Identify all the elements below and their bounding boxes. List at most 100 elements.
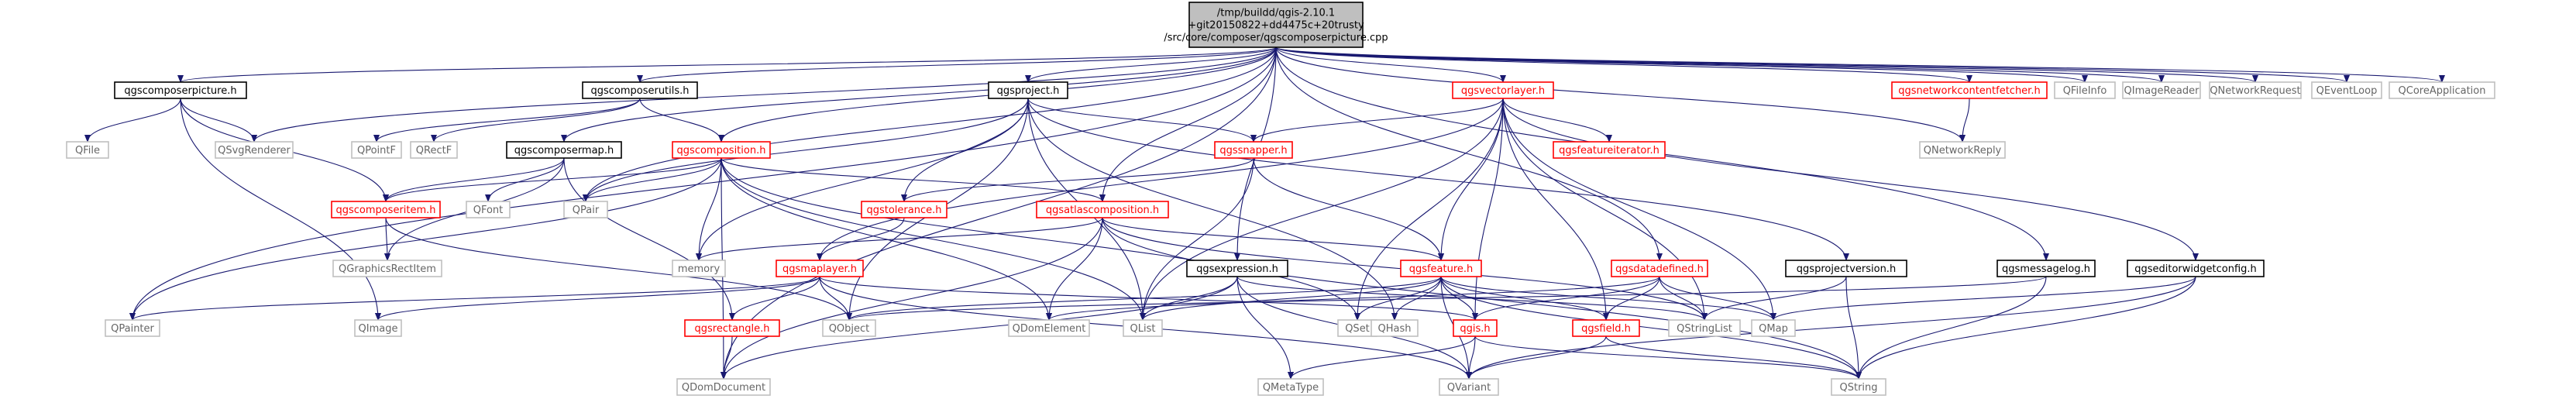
edge-qgscomposition-to-qgsatlascomposition [721,157,1106,202]
node-QRectF: QRectF [410,141,458,159]
node-box-QPainter [105,319,160,337]
node-qgsproject[interactable]: qgsproject.h [988,81,1068,99]
node-label-qgstolerance: qgstolerance.h [866,205,941,216]
node-label-qgsdatadefined: qgsdatadefined.h [1615,263,1704,275]
node-QEventLoop: QEventLoop [2311,81,2382,99]
node-qgsfeatureiterator[interactable]: qgsfeatureiterator.h [1553,141,1666,159]
node-QDomDocument: QDomDocument [676,378,771,396]
node-box-qgsatlascomposition [1036,201,1169,218]
edge-qgsprojectversion-to-QStringList [1701,276,1847,321]
edge-qgsfeature-to-QList [1140,276,1442,321]
node-qgssnapper[interactable]: qgssnapper.h [1214,141,1293,159]
node-box-QImage [354,319,402,337]
node-QMetaType: QMetaType [1257,378,1324,396]
node-layer: /tmp/buildd/qgis-2.10.1+git20150822+dd44… [66,2,2495,396]
node-qgscomposition[interactable]: qgscomposition.h [672,141,771,159]
edge-root-to-QCoreApplication [1275,46,2445,83]
node-label-QSet: QSet [1345,323,1370,335]
edge-root-to-QDomDocument [721,46,1277,380]
node-box-QDomElement [1008,319,1090,337]
node-label-QList: QList [1130,323,1156,335]
node-QFileInfo: QFileInfo [2054,81,2116,99]
node-box-QString [1831,378,1886,396]
edge-qgsproject-to-QPair [583,98,1029,202]
node-qgscomposerutils[interactable]: qgscomposerutils.h [582,81,698,99]
node-qgis[interactable]: qgis.h [1453,319,1498,337]
node-label-qgsatlascomposition: qgsatlascomposition.h [1046,205,1159,216]
node-QFile: QFile [66,141,109,159]
edge-qgsfeature-to-QObject [846,276,1442,321]
node-box-QNetworkRequest [2209,81,2302,99]
node-qgsvectorlayer[interactable]: qgsvectorlayer.h [1452,81,1554,99]
edge-qgscomposition-to-QPair [583,157,722,202]
node-label-QVariant: QVariant [1447,382,1491,394]
node-label-QHash: QHash [1378,323,1412,335]
node-qgsprojectversion[interactable]: qgsprojectversion.h [1785,260,1907,277]
node-box-QGraphicsRectItem [332,260,442,277]
edge-qgsexpression-to-QList [1140,276,1238,321]
edge-qgscomposerutils-to-qgscomposition [639,98,724,143]
node-label-QStringList: QStringList [1677,323,1732,335]
edge-qgsfield-to-QVariant [1466,335,1607,380]
edge-qgsfeature-to-QMap [1440,276,1776,321]
edge-qgis-to-QMetaType [1288,335,1476,380]
edge-root-to-qgscomposerpicture [177,46,1277,83]
node-label-qgscomposerpicture: qgscomposerpicture.h [124,85,236,97]
node-qgsmessagelog[interactable]: qgsmessagelog.h [1996,260,2096,277]
edge-qgscomposition-to-QList [721,157,1146,321]
edge-qgssnapper-to-QList [1140,157,1254,321]
node-box-qgsfeature [1400,260,1482,277]
edge-qgscomposition-to-QPainter [129,157,722,321]
node-qgsatlascomposition[interactable]: qgsatlascomposition.h [1036,201,1169,218]
edge-qgstolerance-to-qgsmaplayer [817,217,905,261]
edge-qgscomposerpicture-to-QSvgRenderer [180,98,257,143]
node-qgscomposeritem[interactable]: qgscomposeritem.h [331,201,441,218]
node-qgsdatadefined[interactable]: qgsdatadefined.h [1611,260,1708,277]
node-label-qgis: qgis.h [1460,323,1490,335]
edge-qgsvectorlayer-to-QStringList [1502,98,1708,321]
node-qgseditorwidgetconfig[interactable]: qgseditorwidgetconfig.h [2127,260,2265,277]
node-label-qgscomposerutils: qgscomposerutils.h [590,85,689,97]
node-qgsrectangle[interactable]: qgsrectangle.h [684,319,780,337]
node-label-QNetworkRequest: QNetworkRequest [2210,85,2300,97]
node-label-qgsnetworkcontentfetcher: qgsnetworkcontentfetcher.h [1898,85,2040,97]
node-label-QCoreApplication: QCoreApplication [2399,85,2486,97]
node-label-QPainter: QPainter [111,323,154,335]
node-box-qgscomposermap [506,141,622,159]
node-qgsfeature[interactable]: qgsfeature.h [1400,260,1482,277]
node-QString: QString [1831,378,1886,396]
edge-qgsdatadefined-to-qgsfield [1603,276,1660,321]
node-label-QGraphicsRectItem: QGraphicsRectItem [339,263,436,275]
node-QImage: QImage [354,319,402,337]
node-box-QFileInfo [2054,81,2116,99]
edge-qgsfeature-to-qgsfield [1440,276,1609,321]
node-root[interactable]: /tmp/buildd/qgis-2.10.1+git20150822+dd44… [1164,2,1388,48]
node-qgsnetworkcontentfetcher[interactable]: qgsnetworkcontentfetcher.h [1891,81,2048,99]
edge-qgseditorwidgetconfig-to-QMap [1770,276,2196,321]
edge-root-to-qgsdatadefined [1275,46,1663,261]
edge-qgsfeature-to-QHash [1391,276,1442,321]
node-QDomElement: QDomElement [1008,319,1090,337]
edge-qgscomposition-to-memory [696,157,722,261]
node-qgstolerance[interactable]: qgstolerance.h [861,201,948,218]
node-box-QList [1123,319,1163,337]
node-qgsmaplayer[interactable]: qgsmaplayer.h [776,260,864,277]
node-box-qgsfield [1572,319,1640,337]
edge-qgseditorwidgetconfig-to-QVariant [1466,276,2196,380]
node-box-root [1188,2,1364,48]
edge-qgsvectorlayer-to-qgsfeatureiterator [1502,98,1612,143]
edge-qgsproject-to-qgssnapper [1027,98,1257,143]
node-box-qgsvectorlayer [1452,81,1554,99]
edge-qgscomposition-to-QDomElement [721,157,1052,321]
node-label-memory: memory [678,263,721,275]
node-qgsexpression[interactable]: qgsexpression.h [1186,260,1288,277]
node-box-QHash [1371,319,1419,337]
node-QPainter: QPainter [105,319,160,337]
edge-qgsfeature-to-QSet [1354,276,1442,321]
node-qgscomposermap[interactable]: qgscomposermap.h [506,141,622,159]
node-qgscomposerpicture[interactable]: qgscomposerpicture.h [114,81,247,99]
edge-qgscomposermap-to-QFont [485,157,565,202]
node-qgsfield[interactable]: qgsfield.h [1572,319,1640,337]
edge-qgsvectorlayer-to-QList [1140,98,1504,321]
